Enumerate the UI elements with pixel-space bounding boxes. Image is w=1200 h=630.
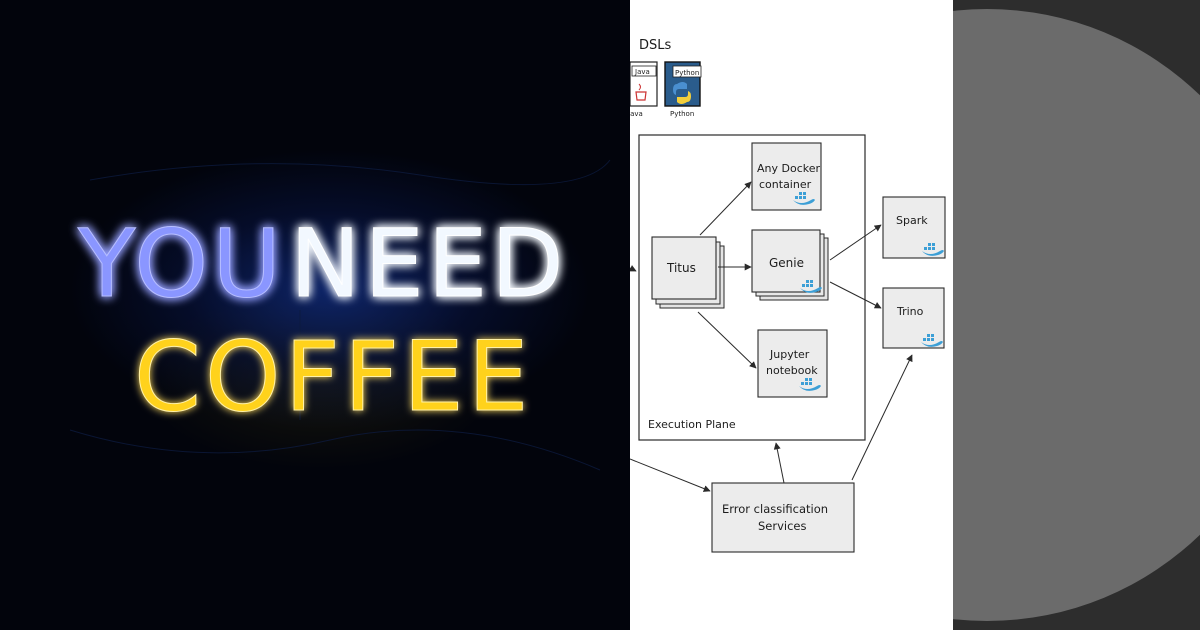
neon-sign-art: YOU NEED COFFEE: [69, 159, 611, 471]
genie-label: Genie: [769, 256, 804, 270]
docker-container-box: Any Docker container: [751, 142, 822, 211]
diagram-canvas: DSLs Java Java Python: [630, 38, 946, 553]
java-tag-label: Java: [634, 68, 650, 76]
execution-plane-label: Execution Plane: [648, 418, 736, 431]
python-dsl-card: Python Python: [664, 61, 702, 118]
python-tag-label: Python: [675, 69, 699, 77]
docker-box-line1: Any Docker: [757, 162, 820, 175]
error-line2: Services: [758, 519, 807, 533]
spark-box: Spark: [882, 196, 946, 259]
error-classification-box: Error classification Services: [711, 482, 855, 553]
neon-word-coffee: COFFEE: [134, 321, 532, 433]
java-dsl-card: Java Java: [630, 61, 658, 118]
titus-box: Titus: [651, 236, 725, 309]
python-logo-icon: [673, 82, 691, 104]
arrow-titus-to-jupyter: [697, 311, 757, 369]
neon-sign-photo: YOU NEED COFFEE: [0, 0, 630, 630]
arrow-incoming-execution: [630, 265, 637, 272]
genie-box: Genie: [751, 229, 829, 301]
diagram-arrows: [630, 181, 913, 492]
arrow-incoming-error-services: [630, 458, 711, 492]
arrow-genie-to-trino: [829, 281, 882, 309]
jupyter-notebook-box: Jupyter notebook: [757, 329, 828, 398]
spark-label: Spark: [896, 214, 928, 227]
architecture-diagram: DSLs Java Java Python: [630, 0, 953, 630]
arrow-genie-to-spark: [829, 224, 882, 261]
decorative-panel: [953, 0, 1200, 630]
trino-box: Trino: [882, 287, 945, 349]
neon-word-need: NEED: [290, 210, 567, 319]
trino-label: Trino: [896, 305, 924, 318]
java-cup-icon: [635, 83, 647, 101]
decorative-circle: [953, 9, 1200, 621]
dsls-label: DSLs: [639, 38, 672, 53]
docker-box-line2: container: [759, 178, 812, 191]
java-caption: Java: [630, 110, 643, 118]
jupyter-line2: notebook: [766, 364, 818, 377]
arrow-error-to-execution-plane: [773, 442, 785, 484]
jupyter-line1: Jupyter: [769, 348, 810, 361]
error-line1: Error classification: [722, 502, 828, 516]
neon-word-you: YOU: [77, 210, 285, 319]
background-wiring: [69, 159, 611, 471]
execution-plane-frame: [638, 134, 866, 441]
arrow-titus-to-docker: [699, 181, 752, 236]
titus-label: Titus: [666, 261, 696, 275]
python-caption: Python: [670, 110, 694, 118]
arrow-error-to-trino: [851, 354, 913, 481]
